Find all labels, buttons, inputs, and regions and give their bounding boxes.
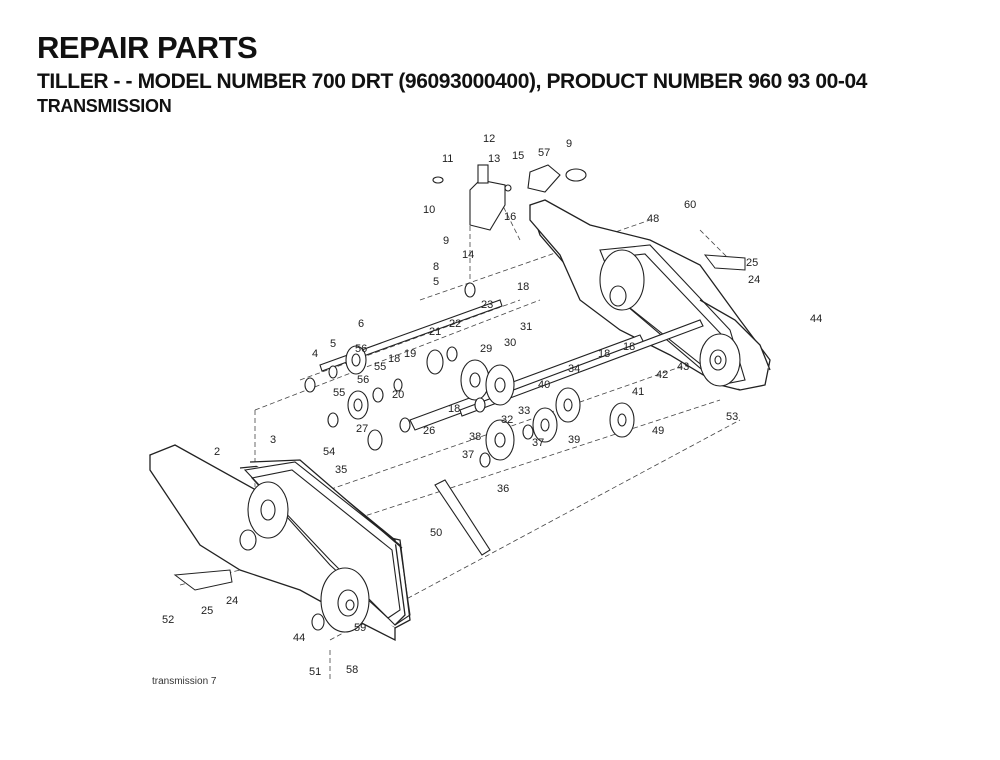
callout-4: 4 [312, 348, 318, 360]
callout-56: 56 [355, 343, 367, 355]
page-title: REPAIR PARTS [37, 30, 258, 65]
callout-51: 51 [309, 666, 321, 678]
left-sprockets [239, 481, 370, 633]
callout-13: 13 [488, 153, 500, 165]
lower-shaft-part [434, 479, 491, 556]
callout-44: 44 [293, 632, 305, 644]
callout-55: 55 [333, 387, 345, 399]
callout-38: 38 [469, 431, 481, 443]
callout-58: 58 [346, 664, 358, 676]
shafts [319, 299, 704, 431]
callout-60: 60 [684, 199, 696, 211]
callout-34: 34 [568, 363, 580, 375]
callout-50: 50 [430, 527, 442, 539]
callout-57: 57 [538, 147, 550, 159]
callout-59: 59 [354, 622, 366, 634]
left-housing-half [149, 444, 411, 642]
callout-18: 18 [388, 353, 400, 365]
callout-11: 11 [442, 153, 453, 165]
callout-42: 42 [656, 369, 668, 381]
callout-37: 37 [462, 449, 474, 461]
diagram-caption: transmission 7 [152, 676, 217, 687]
callout-54: 54 [323, 446, 335, 458]
callout-3: 3 [270, 434, 276, 446]
callout-12: 12 [483, 133, 495, 145]
callout-15: 15 [512, 150, 524, 162]
brackets [173, 254, 746, 591]
callout-48: 48 [647, 213, 659, 225]
callout-32: 32 [501, 414, 513, 426]
callout-5: 5 [330, 338, 336, 350]
callout-labels: 12 9 11 13 15 57 10 16 9 14 48 60 8 25 2… [162, 133, 822, 678]
callout-9: 9 [566, 138, 572, 150]
callout-53: 53 [726, 411, 738, 423]
callout-10: 10 [423, 204, 435, 216]
callout-44: 44 [810, 313, 822, 325]
callout-40: 40 [538, 379, 550, 391]
callout-36: 36 [497, 483, 509, 495]
callout-19: 19 [404, 348, 416, 360]
section-title: TRANSMISSION [37, 96, 172, 116]
callout-24: 24 [748, 274, 760, 286]
callout-56: 56 [357, 374, 369, 386]
callout-26: 26 [423, 425, 435, 437]
left-chain [243, 461, 411, 626]
callout-14: 14 [462, 249, 474, 261]
callout-6: 6 [358, 318, 364, 330]
callout-41: 41 [632, 386, 644, 398]
callout-18: 18 [598, 348, 610, 360]
callout-18: 18 [448, 403, 460, 415]
callout-55: 55 [374, 361, 386, 373]
callout-31: 31 [520, 321, 532, 333]
callout-39: 39 [568, 434, 580, 446]
shift-assembly [432, 164, 561, 231]
callout-24: 24 [226, 595, 238, 607]
callout-49: 49 [652, 425, 664, 437]
callout-21: 21 [429, 326, 441, 338]
callout-18: 18 [623, 341, 635, 353]
callout-43: 43 [677, 361, 689, 373]
callout-25: 25 [201, 605, 213, 617]
callout-27: 27 [356, 423, 368, 435]
callout-33: 33 [518, 405, 530, 417]
callout-20: 20 [392, 389, 404, 401]
callout-8: 8 [433, 261, 439, 273]
callout-52: 52 [162, 614, 174, 626]
callout-16: 16 [504, 211, 516, 223]
callout-2: 2 [214, 446, 220, 458]
callout-9: 9 [443, 235, 449, 247]
right-sprockets [599, 249, 741, 387]
callout-37: 37 [532, 437, 544, 449]
callout-5: 5 [433, 276, 439, 288]
model-line: TILLER - - MODEL NUMBER 700 DRT (9609300… [37, 70, 868, 93]
callout-29: 29 [480, 343, 492, 355]
callout-18: 18 [517, 281, 529, 293]
callout-23: 23 [481, 299, 493, 311]
gears-and-washers [304, 168, 635, 631]
callout-35: 35 [335, 464, 347, 476]
callout-30: 30 [504, 337, 516, 349]
callout-25: 25 [746, 257, 758, 269]
callout-22: 22 [449, 318, 461, 330]
